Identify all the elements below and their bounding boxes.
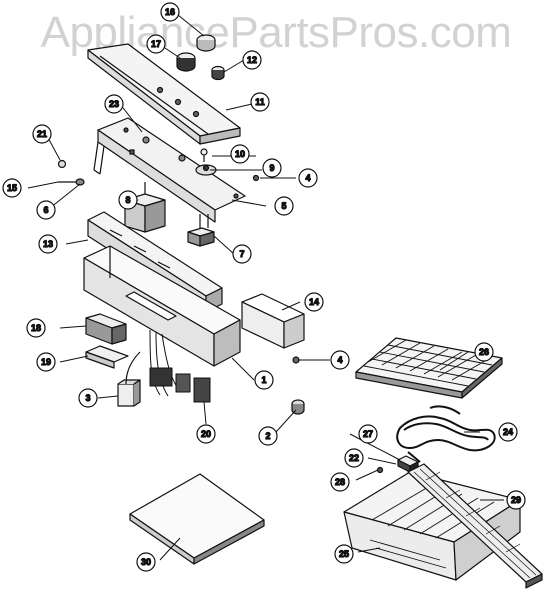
callout-5: 5 [274,196,294,216]
svg-text:18: 18 [31,323,41,333]
part-control-bracket [93,117,246,223]
callout-18: 18 [26,318,46,338]
callout-22: 22 [344,448,364,468]
callout-24: 24 [498,422,518,442]
callout-17: 17 [146,34,166,54]
svg-text:17: 17 [151,39,161,49]
svg-text:2: 2 [265,431,270,441]
callout-8: 8 [118,190,138,210]
svg-text:30: 30 [141,557,151,567]
svg-text:23: 23 [109,99,119,109]
callout-9: 9 [262,158,282,178]
callout-21: 21 [32,124,52,144]
callout-12: 12 [242,50,262,70]
callout-30: 30 [136,552,156,572]
part-grille-insert [407,463,543,589]
svg-text:15: 15 [7,183,17,193]
part-block [187,214,215,247]
svg-text:21: 21 [37,129,47,139]
part-bracket-plate [85,345,129,369]
callout-13: 13 [38,234,58,254]
svg-text:4: 4 [337,355,342,365]
part-main-housing [83,245,241,367]
svg-text:28: 28 [335,477,345,487]
part-hardware [57,159,384,474]
leader-lines [27,14,504,561]
svg-text:20: 20 [201,429,211,439]
svg-text:5: 5 [281,201,286,211]
svg-text:9: 9 [269,163,274,173]
callout-19: 19 [36,352,56,372]
callout-11: 11 [250,92,270,112]
svg-text:27: 27 [363,429,373,439]
callout-2: 2 [258,426,278,446]
callout-29: 29 [506,490,526,510]
svg-text:12: 12 [247,55,257,65]
part-transformer [124,182,166,233]
callout-4-lower: 4 [330,350,350,370]
svg-text:19: 19 [41,357,51,367]
svg-text:1: 1 [261,375,266,385]
part-grill-grate [355,337,503,399]
callout-20: 20 [196,424,216,444]
callout-23: 23 [104,94,124,114]
svg-text:10: 10 [235,149,245,159]
svg-text:4: 4 [305,173,310,183]
callout-16: 16 [160,2,180,22]
callout-15: 15 [2,178,22,198]
svg-text:22: 22 [349,453,359,463]
callout-markers: 1 2 3 4 4 5 6 7 8 9 10 11 12 13 14 15 16… [2,2,526,572]
callout-1: 1 [254,370,274,390]
svg-text:25: 25 [339,549,349,559]
callout-14: 14 [304,292,324,312]
svg-text:14: 14 [309,297,319,307]
callout-4-upper: 4 [298,168,318,188]
callout-6: 6 [36,200,56,220]
svg-text:16: 16 [165,7,175,17]
part-heating-element [396,405,496,463]
callout-7: 7 [232,244,252,264]
part-top-bezel [87,43,241,145]
svg-text:7: 7 [239,249,244,259]
svg-text:26: 26 [479,347,489,357]
svg-text:6: 6 [43,205,48,215]
part-small-box [241,293,305,349]
callout-27: 27 [358,424,378,444]
part-cover-panel [129,473,265,565]
svg-text:3: 3 [85,393,90,403]
part-wire-harness [149,329,211,403]
callout-25: 25 [334,544,354,564]
svg-text:11: 11 [255,97,265,107]
callout-28: 28 [330,472,350,492]
part-switch [195,148,217,176]
part-plug [117,351,141,407]
part-knobs [176,34,225,81]
svg-text:8: 8 [125,195,130,205]
callout-26: 26 [474,342,494,362]
part-connector-block [85,313,127,345]
svg-text:24: 24 [503,427,513,437]
svg-text:13: 13 [43,239,53,249]
svg-text:29: 29 [511,495,521,505]
callout-3: 3 [78,388,98,408]
callout-10: 10 [230,144,250,164]
